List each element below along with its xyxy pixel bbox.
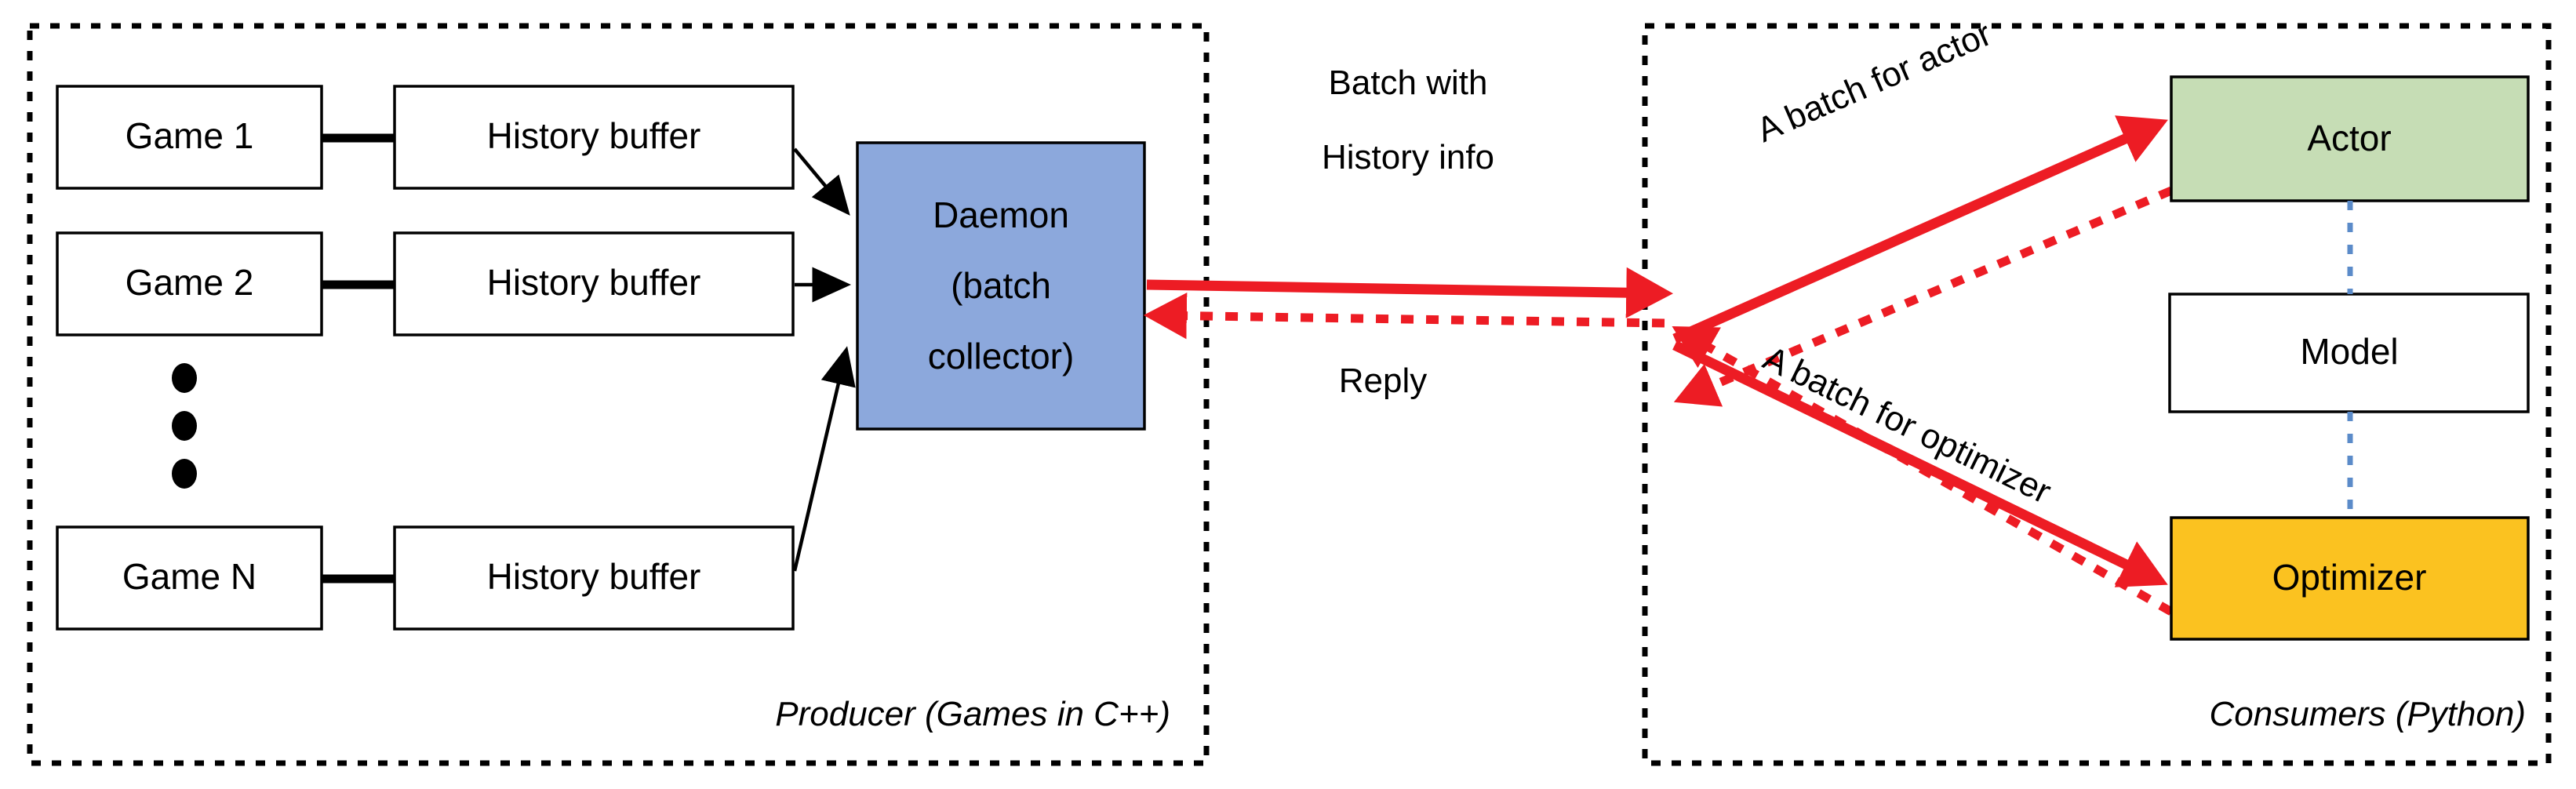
- actor-label: Actor: [2307, 118, 2391, 158]
- buffer-n-to-daemon-arrow: [792, 346, 856, 572]
- reply-label: Reply: [1339, 362, 1428, 400]
- model-label: Model: [2300, 331, 2398, 372]
- history-buffer-2-box[interactable]: [393, 231, 795, 336]
- actor-box[interactable]: [2170, 75, 2530, 202]
- game-1-label: Game 1: [126, 115, 254, 156]
- batch-request-arrow: [1146, 267, 1673, 318]
- buffer-1-to-daemon-arrow: [793, 147, 850, 216]
- history-buffer-n-label: History buffer: [487, 556, 701, 597]
- daemon-label-line3: collector): [928, 336, 1075, 376]
- daemon-label-line1: Daemon: [933, 195, 1069, 235]
- model-box[interactable]: [2168, 293, 2530, 413]
- batch-for-optimizer-arrow: [1672, 340, 2168, 587]
- optimizer-label: Optimizer: [2272, 557, 2427, 598]
- optimizer-reply-arrow: [1672, 325, 2174, 616]
- history-buffer-n-box[interactable]: [393, 525, 795, 631]
- batch-for-actor-arrow: [1672, 115, 2168, 344]
- producer-zone-label: Producer (Games in C++): [775, 695, 1170, 733]
- history-buffer-1-box[interactable]: [393, 85, 795, 190]
- ellipsis-dot-2: [172, 411, 197, 441]
- consumers-zone-label: Consumers (Python): [2210, 695, 2526, 733]
- history-buffer-2-label: History buffer: [487, 262, 701, 303]
- game-n-label: Game N: [122, 556, 257, 597]
- game-2-label: Game 2: [126, 262, 254, 303]
- batch-for-actor-label: A batch for actor: [1752, 14, 1997, 150]
- batch-request-label-line1: Batch with: [1329, 64, 1488, 102]
- daemon-box[interactable]: [856, 141, 1146, 431]
- consumers-zone-border: [1642, 23, 2552, 766]
- optimizer-box[interactable]: [2170, 516, 2530, 641]
- batch-request-label-line2: History info: [1322, 138, 1494, 176]
- history-buffer-1-label: History buffer: [487, 115, 701, 156]
- reply-arrow: [1143, 292, 1665, 340]
- ellipsis-dot-3: [172, 459, 197, 489]
- batch-for-optimizer-label: A batch for optimizer: [1757, 339, 2057, 511]
- game-n-box[interactable]: [56, 525, 323, 631]
- game-1-box[interactable]: [56, 85, 323, 190]
- ellipsis-dot-1: [172, 363, 197, 393]
- daemon-label-line2: (batch: [951, 265, 1051, 306]
